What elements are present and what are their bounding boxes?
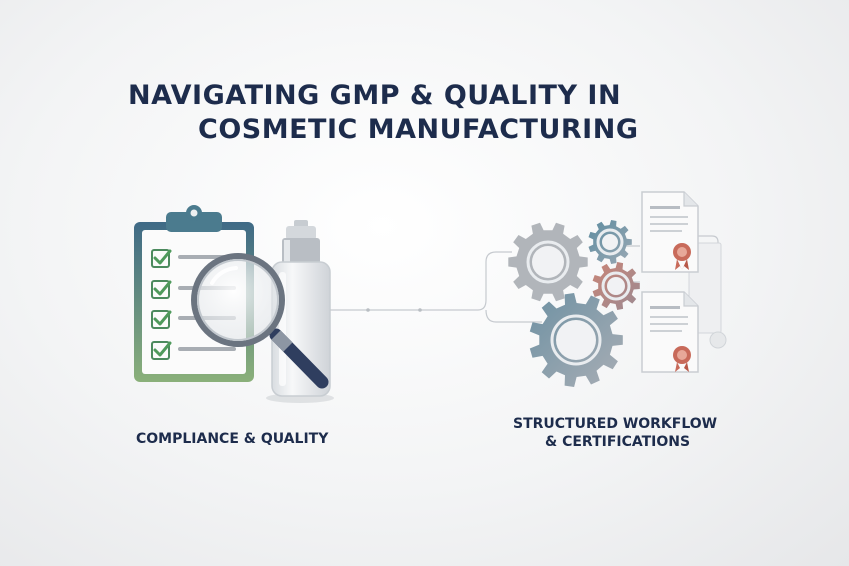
gear-small-teal (588, 220, 632, 264)
caption-workflow-line-1: STRUCTURED WORKFLOW (513, 416, 718, 432)
gear-small-rust (592, 262, 640, 310)
checklist-item (151, 341, 236, 360)
page-title-line-2: COSMETIC MANUFACTURING (198, 114, 639, 145)
certificate-document-icon (641, 291, 727, 373)
gears-icon (508, 220, 640, 387)
magnifying-glass-icon (191, 253, 329, 389)
connector-line (330, 235, 719, 332)
page-title-line-1: NAVIGATING GMP & QUALITY IN (128, 80, 622, 111)
gear-large-teal (529, 293, 623, 387)
gear-large-gray (508, 222, 588, 302)
caption-workflow-line-2: & CERTIFICATIONS (545, 434, 691, 450)
caption-compliance: COMPLIANCE & QUALITY (136, 431, 329, 447)
